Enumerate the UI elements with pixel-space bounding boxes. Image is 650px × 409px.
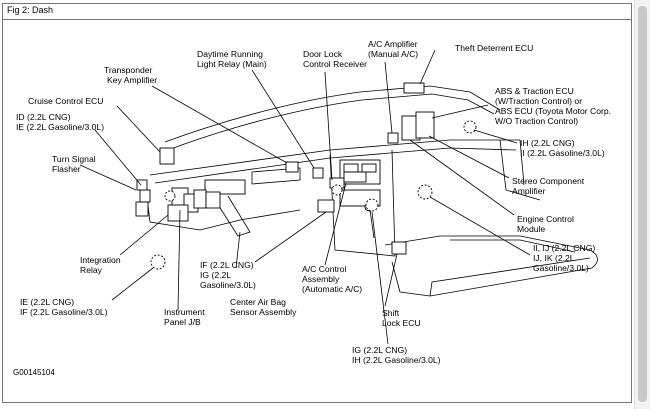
flasher-bracket [135,201,149,217]
integration-relay [167,204,189,222]
label-shift-lock-ecu: Shift Lock ECU [382,308,421,328]
label-ii-ij-connector: II, IJ (2.2L CNG) IJ, IK (2.2L Gasoline/… [533,243,598,273]
label-stereo-amplifier: Stereo Component Amplifier [512,176,587,196]
theft-deterrent-ecu [403,82,425,94]
cruise-control-ecu [159,147,175,165]
label-if-ig-connector: IF (2.2L CNG) IG (2.2L Gasoline/3.0L) [200,260,256,290]
label-ie-if-connector: IE (2.2L CNG) IF (2.2L Gasoline/3.0L) [20,297,108,317]
connector-ii-ij [417,184,433,200]
components [135,82,477,270]
vertical-scrollbar[interactable] [634,0,650,409]
center-air-bag-sensor [317,199,335,213]
figure-frame: Fig 2: Dash G00145104 [2,3,632,403]
figure-caption: Fig 2: Dash [7,5,54,15]
connector-ig-ih [365,198,379,212]
jb-module [205,191,221,209]
ac-amplifier [387,132,399,144]
label-ac-control-assembly: A/C Control Assembly (Automatic A/C) [302,264,362,294]
label-transponder: Transponder Key Amplifier [104,65,157,85]
dash-component-diagram: Transponder Key Amplifier Daytime Runnin… [16,39,613,365]
jb-module [193,189,207,209]
cluster-vent [204,179,246,195]
shift-lock-ecu [391,241,407,255]
flasher-bracket [139,189,151,203]
label-ih-ii-connector: IH (2.2L CNG) II (2.2L Gasoline/3.0L) [520,138,605,158]
radio-button [343,163,359,173]
label-engine-control-module: Engine Control Module [517,214,576,234]
label-ig-ih-connector: IG (2.2L CNG) IH (2.2L Gasoline/3.0L) [352,345,441,365]
label-cruise-control-ecu: Cruise Control ECU [28,96,103,106]
ac-control-assembly [343,171,367,183]
caption-bar: Fig 2: Dash [3,4,631,20]
daytime-running-light-relay [312,167,324,179]
component-labels: Transponder Key Amplifier Daytime Runnin… [16,39,613,365]
label-ac-amplifier: A/C Amplifier (Manual A/C) [368,39,420,59]
connector-ie-if [150,254,166,270]
connector-id-ie [164,190,176,202]
leader-lines [79,49,531,345]
label-instrument-panel-jb: Instrument Panel J/B [164,307,207,327]
label-daytime-relay: Daytime Running Light Relay (Main) [197,49,267,69]
radio-button [361,163,377,173]
figure-id-code: G00145104 [13,368,55,377]
label-door-lock-receiver: Door Lock Control Receiver [303,49,367,69]
label-center-air-bag-sensor: Center Air Bag Sensor Assembly [230,297,297,317]
label-theft-deterrent-ecu: Theft Deterrent ECU [455,43,533,53]
scrollbar-thumb[interactable] [638,6,647,402]
label-id-ie-connector: ID (2.2L CNG) IE (2.2L Gasoline/3.0L) [16,112,104,132]
connector-if-ig [331,184,343,196]
label-abs-traction-ecu: ABS & Traction ECU (W/Traction Control) … [495,86,613,126]
connector-ih-ii [463,120,477,134]
stereo-amplifier [415,111,435,139]
label-turn-signal-flasher: Turn Signal Flasher [52,154,98,174]
transponder-key-amplifier [285,161,299,173]
label-integration-relay: Integration Relay [80,255,123,275]
